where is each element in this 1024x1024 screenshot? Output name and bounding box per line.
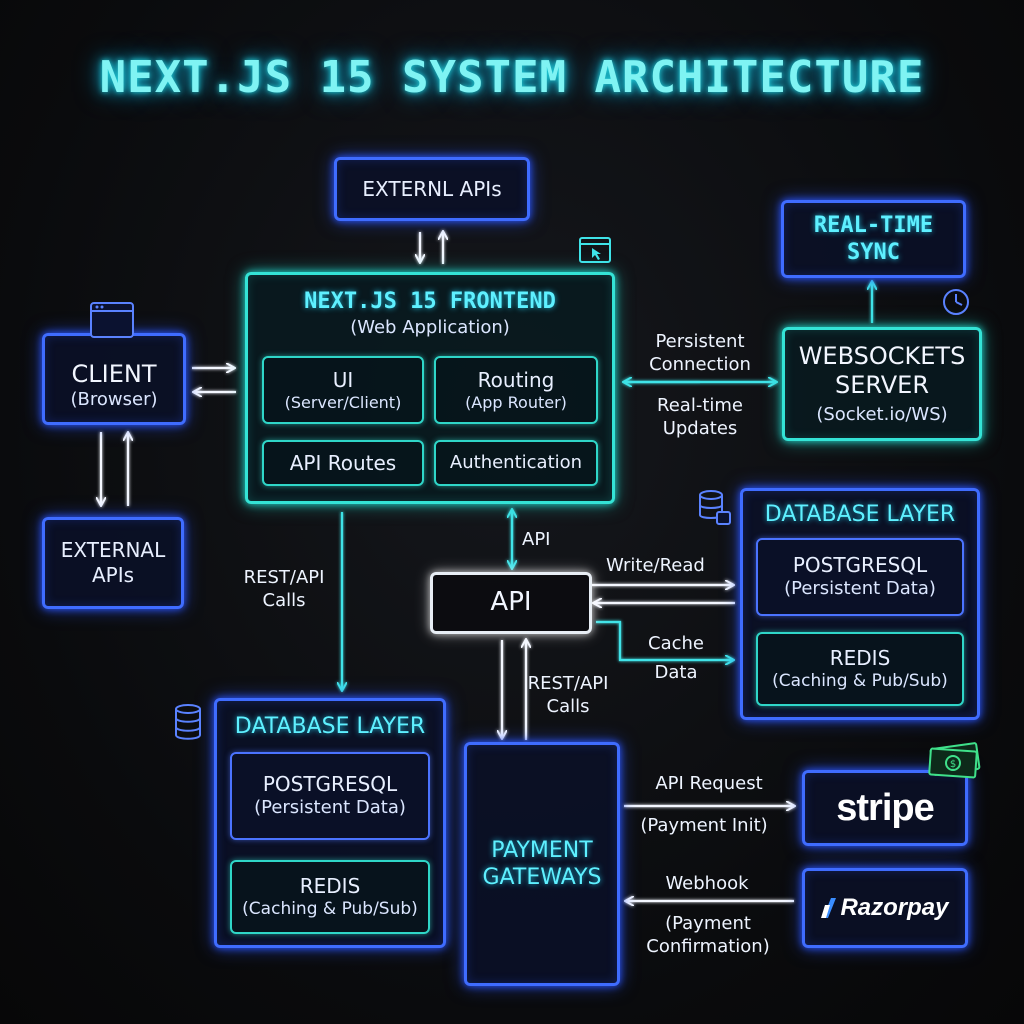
- db-left-redis-name: REDIS: [299, 873, 361, 898]
- db-right-postgres-sub: (Persistent Data): [784, 578, 936, 600]
- module-api-routes-name: API Routes: [289, 450, 397, 475]
- websockets-sub: (Socket.io/WS): [816, 403, 948, 425]
- db-right-redis: REDIS (Caching & Pub/Sub): [756, 632, 964, 706]
- browser-window-icon: [90, 302, 134, 338]
- db-left-postgres-sub: (Persistent Data): [254, 797, 406, 819]
- label-persistent-line2: Connection: [649, 354, 751, 376]
- module-api-routes: API Routes: [262, 440, 424, 486]
- realtime-sync-line2: SYNC: [847, 240, 900, 265]
- label-realtime-updates: Real-time Updates: [640, 394, 760, 441]
- client-sub: (Browser): [70, 389, 158, 411]
- database-icon: [175, 704, 201, 740]
- external-apis-top-box: EXTERNL APIs: [334, 157, 530, 221]
- db-right-redis-sub: (Caching & Pub/Sub): [772, 670, 948, 691]
- websockets-server-box: WEBSOCKETS SERVER (Socket.io/WS): [782, 327, 982, 441]
- db-right-postgres-name: POSTGRESQL: [792, 553, 928, 578]
- external-apis-left-box: EXTERNAL APIs: [42, 517, 184, 609]
- frontend-title: NEXT.JS 15 FRONTEND: [304, 289, 556, 314]
- razorpay-mark-icon: [821, 898, 837, 918]
- realtime-sync-line1: REAL-TIME: [813, 212, 934, 238]
- module-routing-name: Routing: [477, 367, 555, 392]
- module-routing: Routing (App Router): [434, 356, 598, 424]
- payment-gateways-line2: GATEWAYS: [482, 865, 602, 890]
- client-box: CLIENT (Browser): [42, 333, 186, 425]
- label-webhook: Webhook: [665, 873, 749, 894]
- db-left-redis: REDIS (Caching & Pub/Sub): [230, 860, 430, 934]
- websockets-line2: SERVER: [834, 370, 930, 399]
- label-payment-init: (Payment Init): [640, 815, 768, 836]
- label-persistent-connection: Persistent Connection: [640, 330, 760, 377]
- clock-icon: [943, 289, 969, 315]
- external-apis-top-label: EXTERNL APIs: [362, 176, 502, 201]
- db-right-redis-name: REDIS: [829, 645, 891, 670]
- module-ui-name: UI: [332, 367, 354, 392]
- svg-text:$: $: [950, 759, 956, 770]
- module-routing-sub: (App Router): [465, 392, 567, 412]
- external-apis-left-line2: APIs: [91, 563, 135, 587]
- label-rest-left-line2: Calls: [262, 590, 306, 612]
- money-icon: $: [928, 742, 981, 779]
- stripe-logo: stripe: [836, 786, 934, 829]
- payment-gateways-box: PAYMENT GATEWAYS: [464, 742, 620, 986]
- browser-cursor-icon: [579, 237, 611, 263]
- label-confirm-line2: Confirmation): [646, 936, 770, 958]
- label-realtime-line2: Updates: [662, 418, 738, 440]
- label-rest-mid: REST/API Calls: [514, 672, 622, 719]
- label-write-read: Write/Read: [606, 555, 705, 576]
- stripe-box: stripe: [802, 770, 968, 846]
- frontend-subtitle: (Web Application): [350, 317, 510, 339]
- label-cache-line2: Data: [654, 662, 698, 684]
- db-right-postgres: POSTGRESQL (Persistent Data): [756, 538, 964, 616]
- api-label: API: [490, 587, 532, 618]
- module-ui: UI (Server/Client): [262, 356, 424, 424]
- razorpay-logo: Razorpay: [840, 894, 949, 921]
- label-confirm-line1: (Payment: [665, 913, 751, 934]
- label-api-request: API Request: [655, 773, 763, 794]
- client-label: CLIENT: [71, 360, 157, 389]
- label-rest-left-line1: REST/API: [243, 567, 325, 588]
- label-api-small: API: [522, 529, 551, 550]
- razorpay-box: Razorpay: [802, 868, 968, 948]
- db-left-postgres-name: POSTGRESQL: [262, 772, 398, 797]
- label-persistent-line1: Persistent: [655, 331, 745, 352]
- database-icon: [699, 490, 731, 525]
- db-left-redis-sub: (Caching & Pub/Sub): [242, 898, 418, 919]
- module-ui-sub: (Server/Client): [284, 392, 402, 412]
- label-cache-data: Cache Data: [636, 632, 716, 685]
- db-left-title: DATABASE LAYER: [234, 714, 426, 739]
- db-left-postgres: POSTGRESQL (Persistent Data): [230, 752, 430, 840]
- realtime-sync-box: REAL-TIME SYNC: [781, 200, 966, 278]
- page-title: NEXT.JS 15 SYSTEM ARCHITECTURE: [99, 52, 925, 103]
- db-right-title: DATABASE LAYER: [764, 502, 956, 527]
- label-realtime-line1: Real-time: [657, 395, 743, 416]
- module-authentication-name: Authentication: [449, 451, 583, 473]
- label-rest-mid-line2: Calls: [546, 696, 590, 718]
- label-payment-confirmation: (Payment Confirmation): [634, 912, 782, 959]
- label-cache-line1: Cache: [648, 633, 704, 654]
- label-rest-left: REST/API Calls: [228, 566, 340, 613]
- label-rest-mid-line1: REST/API: [527, 673, 609, 694]
- api-box: API: [430, 572, 592, 634]
- websockets-line1: WEBSOCKETS: [798, 341, 966, 370]
- module-authentication: Authentication: [434, 440, 598, 486]
- external-apis-left-line1: EXTERNAL: [60, 538, 166, 562]
- payment-gateways-line1: PAYMENT: [491, 837, 593, 863]
